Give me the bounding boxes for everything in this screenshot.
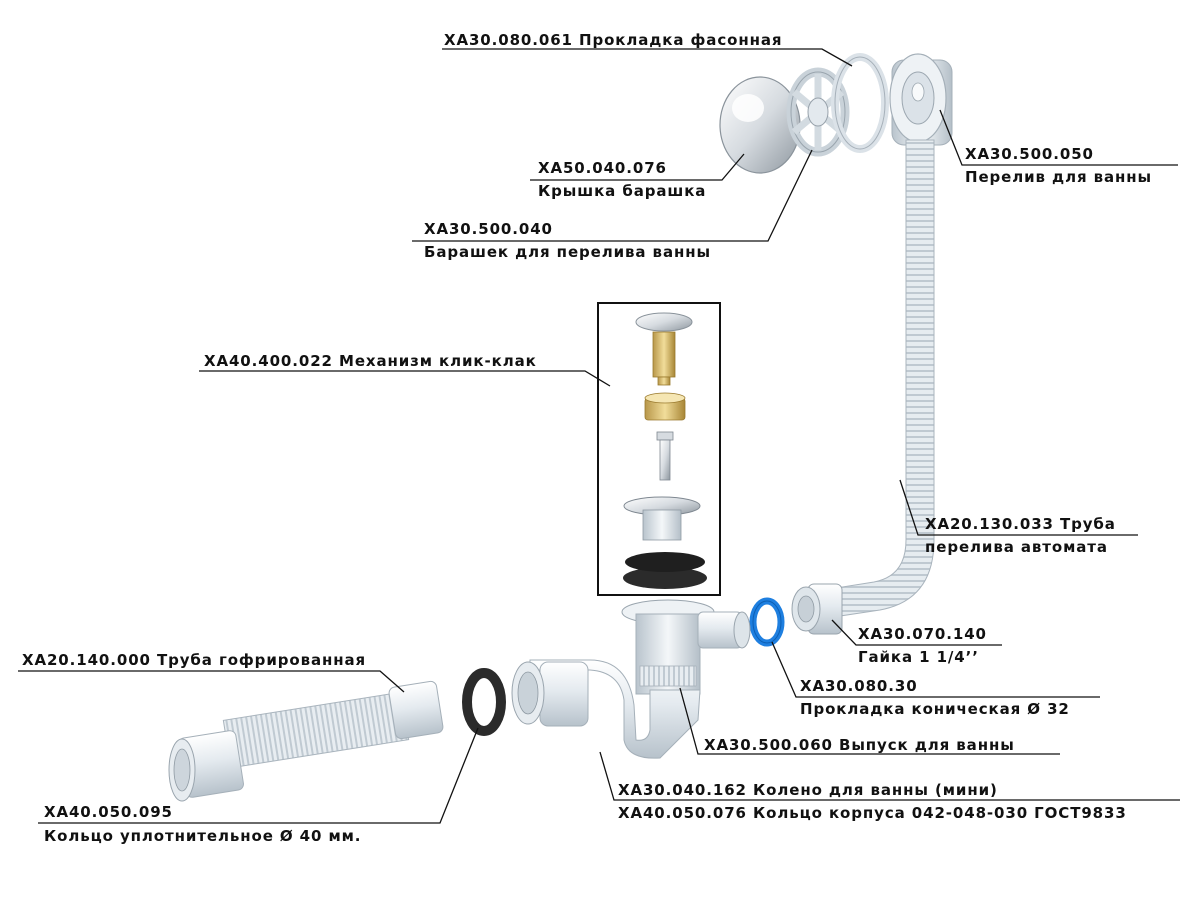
leader-knob xyxy=(412,149,813,242)
label-overflow-name: Перелив для ванны xyxy=(965,168,1152,186)
leader-cap xyxy=(530,153,745,181)
label-corrugated: XA20.140.000 Труба гофрированная xyxy=(22,651,366,669)
shaped-gasket xyxy=(831,53,889,153)
bath-outlet xyxy=(621,599,751,695)
label-sealing-ring-name: Кольцо уплотнительное Ø 40 мм. xyxy=(44,827,361,845)
overflow-corrugated-tube xyxy=(835,139,935,617)
labels: XA30.080.061 Прокладка фасонная XA50.040… xyxy=(22,31,1152,845)
label-sealing-ring-code: XA40.050.095 xyxy=(44,803,173,821)
leader-nut xyxy=(831,619,1002,646)
leader-lines xyxy=(18,48,1180,824)
leader-tube xyxy=(899,479,1138,536)
corrugated-pipe xyxy=(168,680,444,802)
label-nut-name: Гайка 1 1/4’’ xyxy=(858,648,979,666)
label-ring-body: XA40.050.076 Кольцо корпуса 042-048-030 … xyxy=(618,804,1127,822)
label-elbow: XA30.040.162 Колено для ванны (мини) xyxy=(618,781,998,799)
label-tube-line2: перелива автомата xyxy=(925,538,1108,556)
label-conical-gasket-code: XA30.080.30 xyxy=(800,677,918,695)
click-clack-frame xyxy=(597,302,721,596)
label-tube-line1: XA20.130.033 Труба xyxy=(925,515,1116,533)
elbow xyxy=(511,659,701,759)
leader-corrugated xyxy=(18,670,405,693)
leader-click-clack xyxy=(199,370,611,387)
label-shaped-gasket: XA30.080.061 Прокладка фасонная xyxy=(444,31,782,49)
leader-conical-gasket xyxy=(771,641,1100,698)
label-conical-gasket-name: Прокладка коническая Ø 32 xyxy=(800,700,1070,718)
leader-shaped-gasket xyxy=(442,48,853,67)
label-overflow-code: XA30.500.050 xyxy=(965,145,1094,163)
leader-overflow xyxy=(939,109,1178,166)
label-knob-name: Барашек для перелива ванны xyxy=(424,243,711,261)
union-nut xyxy=(791,583,843,635)
sealing-ring xyxy=(462,668,506,736)
label-outlet: XA30.500.060 Выпуск для ванны xyxy=(704,736,1015,754)
label-nut-code: XA30.070.140 xyxy=(858,625,987,643)
label-knob-code: XA30.500.040 xyxy=(424,220,553,238)
conical-gasket xyxy=(749,597,785,647)
label-cap-name: Крышка барашка xyxy=(538,182,706,200)
label-cap-code: XA50.040.076 xyxy=(538,159,667,177)
leader-outlet xyxy=(679,687,1060,755)
label-click-clack: XA40.400.022 Механизм клик-клак xyxy=(204,352,537,370)
leader-sealing-ring xyxy=(38,727,479,824)
leader-elbow xyxy=(599,751,1180,801)
overflow-body xyxy=(889,53,953,146)
